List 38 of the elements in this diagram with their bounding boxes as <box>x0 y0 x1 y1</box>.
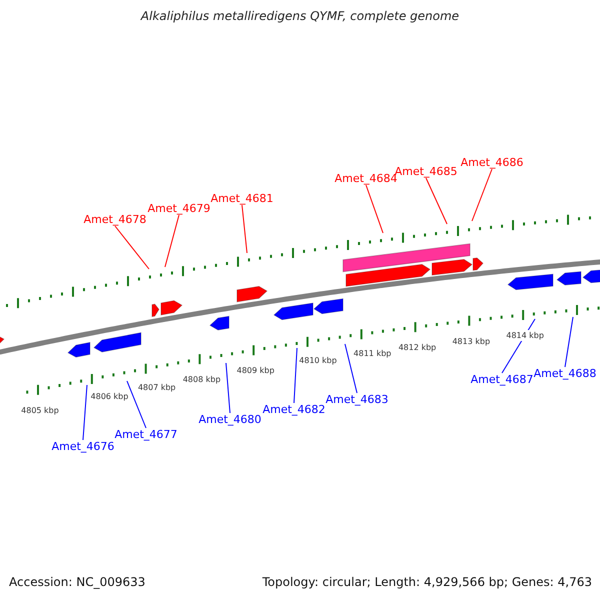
leader-line <box>294 348 298 404</box>
gene-label: Amet_4681 <box>210 192 274 205</box>
gene-label: Amet_4684 <box>334 172 398 185</box>
accession-text: Accession: NC_009633 <box>9 575 146 589</box>
title: Alkaliphilus metalliredigens QYMF, complete genome <box>140 9 460 23</box>
leader-line <box>472 168 492 222</box>
genome-stats-text: Topology: circular; Length: 4,929,566 bp; Genes: 4,763 <box>262 575 592 589</box>
gene-label: Amet_4678 <box>84 213 146 226</box>
gene-label: Amet_4679 <box>148 202 210 215</box>
scale-label: 4812 kbp <box>398 342 436 353</box>
gene-label: Amet_4685 <box>394 165 458 178</box>
leader-line <box>82 384 88 440</box>
leader-line <box>226 362 230 414</box>
gene-label: Amet_4677 <box>114 428 178 441</box>
leader-line <box>564 316 574 368</box>
gene-label: Amet_4686 <box>460 156 524 169</box>
scale-label: 4814 kbp <box>506 330 544 341</box>
scale-label: 4810 kbp <box>299 355 337 366</box>
scale-label: 4807 kbp <box>138 382 176 393</box>
gene-label: Amet_4676 <box>52 440 114 453</box>
gene-label: Amet_4688 <box>534 367 596 380</box>
gene-label: Amet_4687 <box>470 373 534 386</box>
scale-label: 4808 kbp <box>182 374 221 385</box>
scale-label: 4805 kbp <box>21 404 59 416</box>
gene-label: Amet_4683 <box>326 393 388 406</box>
gene-label: Amet_4682 <box>262 403 326 416</box>
gene-label: Amet_4680 <box>198 413 262 426</box>
scale-label: 4809 kbp <box>236 364 274 376</box>
leader-line <box>426 178 448 224</box>
leader-line <box>344 344 358 394</box>
scale-label: 4811 kbp <box>354 348 392 359</box>
leader-line <box>366 184 384 234</box>
leader-line <box>242 204 248 254</box>
scale-label: 4806 kbp <box>90 390 128 402</box>
scale-label: 4813 kbp <box>452 336 490 347</box>
leader-line <box>126 380 146 428</box>
leader-line <box>164 214 180 268</box>
leader-line <box>114 226 150 270</box>
